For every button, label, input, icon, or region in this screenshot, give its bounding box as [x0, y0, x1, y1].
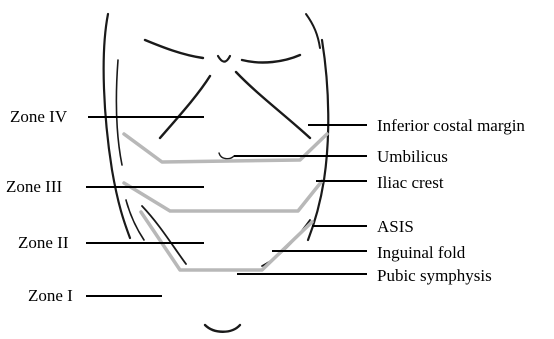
iliac-crest-label: Iliac crest — [377, 173, 444, 192]
inguinal-fold-label: Inguinal fold — [377, 243, 466, 262]
umbilicus-mark — [219, 153, 234, 159]
right-body-contour — [308, 40, 328, 240]
left-pectoral-contour — [145, 40, 203, 58]
zone-ii-iii-boundary — [124, 181, 322, 211]
left-costal-curve — [160, 76, 210, 138]
zone-i-ii-boundary — [141, 212, 312, 270]
zone-boundaries — [124, 134, 327, 270]
right-costal-curve — [236, 72, 310, 138]
asis-label: ASIS — [377, 217, 414, 236]
groin-contour — [205, 325, 240, 332]
inferior-costal-margin-label: Inferior costal margin — [377, 116, 525, 135]
zone-i-label: Zone I — [28, 286, 73, 305]
right-shoulder-contour — [306, 14, 320, 48]
torso-outline — [104, 14, 329, 332]
left-inguinal-contour — [142, 206, 186, 264]
sternal-notch — [218, 56, 230, 62]
zone-iii-iv-boundary — [124, 134, 327, 162]
right-inguinal-contour — [262, 220, 310, 266]
zone-iv-label: Zone IV — [10, 107, 68, 126]
zone-iii-label: Zone III — [6, 177, 63, 196]
zone-ii-label: Zone II — [18, 233, 69, 252]
pubic-symphysis-label: Pubic symphysis — [377, 266, 492, 285]
right-pectoral-contour — [242, 55, 300, 62]
left-inner-contour — [116, 60, 122, 165]
umbilicus-label: Umbilicus — [377, 147, 448, 166]
